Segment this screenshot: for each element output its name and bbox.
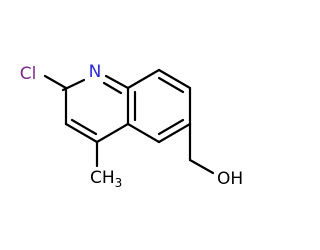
bond-c6-c5	[157, 122, 192, 144]
methyl-main: CH	[90, 168, 115, 188]
bond-c8a-c8	[126, 68, 161, 90]
bond-c5-c4a	[126, 122, 161, 144]
bond-c3-c4-double	[70, 118, 98, 136]
methyl-label: CH3	[90, 168, 122, 190]
bond-c3-c4	[64, 122, 99, 144]
molecule-diagram: Cl N CH3 OH	[20, 62, 243, 190]
bonds	[43, 68, 215, 175]
hydroxyl-label: OH	[217, 169, 243, 189]
bond-ch2-oh	[188, 158, 215, 175]
bond-c8-c7	[157, 68, 192, 90]
methyl-subscript: 3	[115, 176, 123, 190]
nitrogen-label: N	[89, 62, 102, 82]
bond-c8a-n-double	[102, 81, 123, 95]
bond-c8a-n	[104, 74, 130, 90]
bond-c8-c7-double	[157, 76, 185, 94]
bond-c2-cl	[43, 74, 68, 90]
chlorine-label: Cl	[20, 64, 37, 84]
atom-labels: Cl N CH3 OH	[20, 62, 243, 190]
bond-c6-c5-double	[157, 118, 185, 136]
bond-c4-c4a	[95, 122, 130, 144]
